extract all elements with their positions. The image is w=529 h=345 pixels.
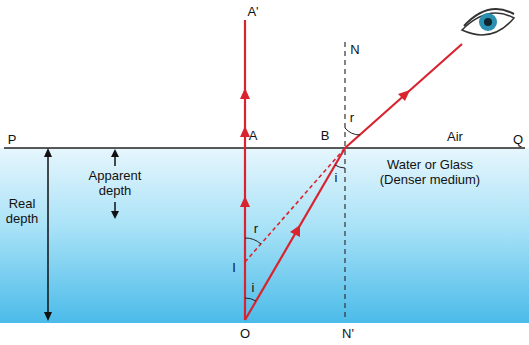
arrowhead: [290, 225, 300, 237]
arrowhead: [44, 312, 52, 321]
incident-ray: [245, 148, 345, 320]
normal-ray: [244, 20, 246, 320]
eye-icon: [462, 9, 514, 35]
angle-arc: [335, 165, 345, 168]
arrowhead: [240, 126, 250, 137]
medium-label: Water or Glass (Denser medium): [374, 158, 486, 188]
point-label: B: [321, 129, 330, 144]
normal-label: N': [342, 327, 354, 342]
point-label: P: [8, 133, 17, 148]
angle-arc: [245, 298, 256, 301]
dimension-label: Apparent depth: [79, 169, 151, 199]
medium-label: Air: [447, 130, 463, 145]
angle-arc: [345, 128, 360, 135]
angle-label: r: [350, 111, 354, 126]
point-label: A: [249, 129, 258, 144]
dimension-label: Real depth: [3, 197, 41, 227]
arrowhead: [111, 149, 119, 157]
surface-line: [4, 147, 525, 149]
water-region: [0, 148, 529, 323]
angle-label: i: [335, 171, 338, 186]
point-label: A': [247, 5, 258, 20]
arrowhead: [398, 90, 410, 101]
arrowhead: [240, 88, 250, 99]
virtual-ray: [245, 148, 345, 262]
angle-label: r: [254, 222, 258, 237]
point-label: Q: [513, 133, 523, 148]
point-label: O: [240, 327, 250, 342]
normal-label: N: [350, 43, 359, 58]
arrowhead: [240, 196, 250, 207]
dimension-arrow: [47, 152, 49, 318]
arrowhead: [44, 148, 52, 157]
angle-label: i: [252, 281, 255, 296]
normal-line: [344, 42, 345, 320]
point-label: I: [232, 261, 236, 276]
arrowhead: [111, 211, 119, 219]
refracted-ray: [345, 44, 462, 148]
angle-arc: [245, 238, 261, 244]
